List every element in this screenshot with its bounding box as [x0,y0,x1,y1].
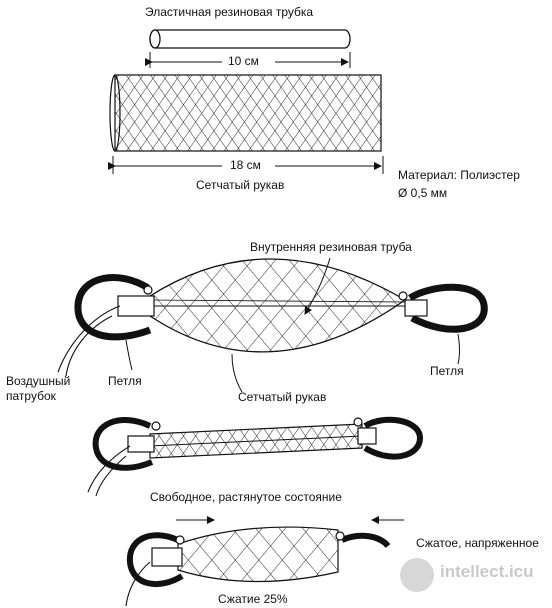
label-loop-left: Петля [108,374,142,388]
label-inner-tube: Внутренняя резиновая труба [250,240,412,254]
air-nozzle [57,305,121,377]
rubber-tube [149,29,351,49]
mesh-sleeve-assembly [149,258,407,353]
label-sleeve-length: 18 см [230,158,261,172]
label-compression: Сжатие 25% [218,592,288,606]
label-air-nozzle: Воздушный патрубок [6,374,71,403]
leader-lines-mid [125,257,460,393]
label-mesh-sleeve-top: Сетчатый рукав [196,178,285,192]
sleeve-dimension-line [108,156,384,174]
compressed-assembly [125,516,404,607]
watermark-logo-icon [400,558,434,592]
label-loop-right: Петля [430,364,464,378]
label-rubber-tube: Эластичная резиновая трубка [145,5,314,19]
label-diameter: Ø 0,5 мм [398,186,448,200]
label-tube-length: 10 см [228,54,259,68]
watermark: intellect.icu [396,550,546,606]
watermark-text: intellect.icu [440,562,534,581]
tube-dimension-line [145,52,351,68]
left-loop [74,274,155,341]
label-material: Материал: Полиэстер [398,168,520,182]
label-free-state: Свободное, растянутое состояние [150,490,342,504]
right-loop [398,283,488,333]
mesh-sleeve-top [109,74,382,152]
stretched-assembly [87,416,424,497]
label-compressed-state: Сжатое, напряженное [416,536,539,550]
label-mesh-sleeve-mid: Сетчатый рукав [238,390,327,404]
